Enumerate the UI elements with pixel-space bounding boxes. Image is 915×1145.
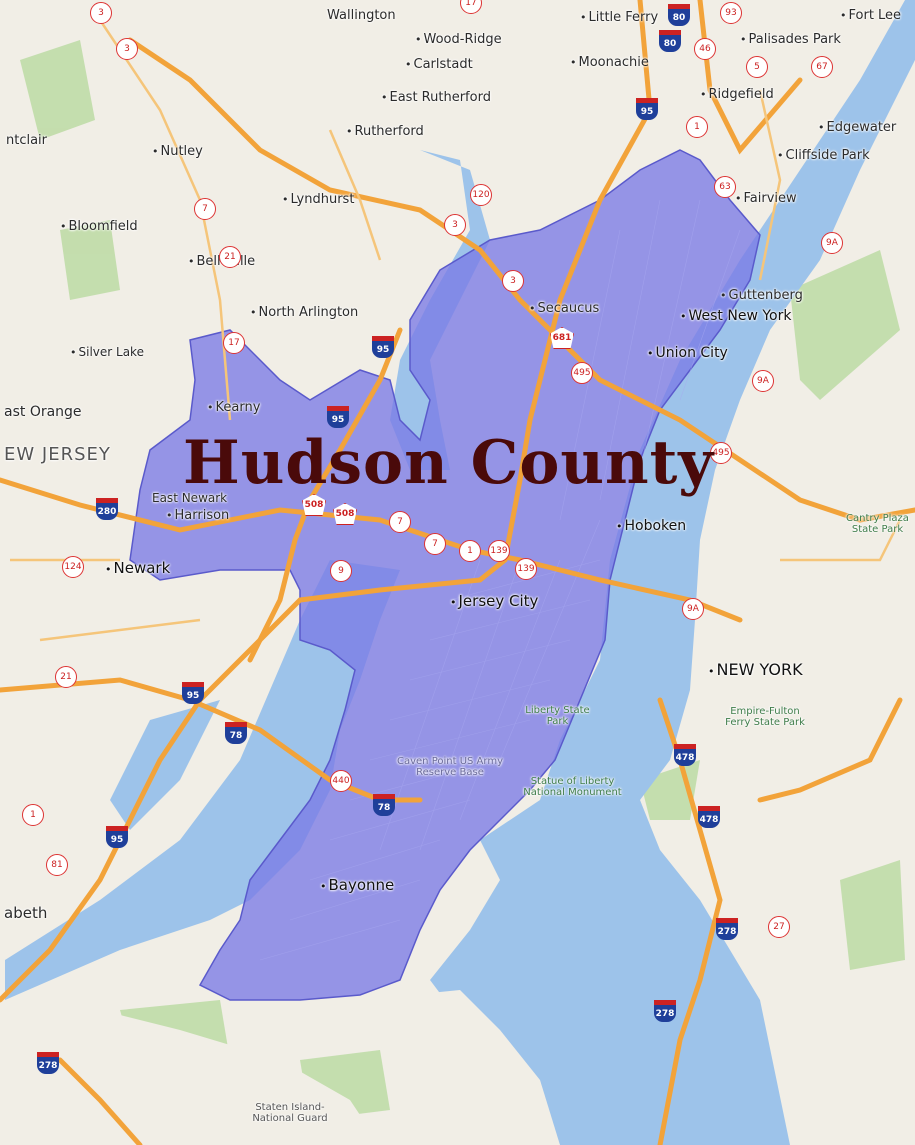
city-label: Harrison <box>166 508 230 523</box>
city-label: Jersey City <box>450 592 539 610</box>
city-label: Hoboken <box>616 518 687 534</box>
city-label: Nutley <box>152 144 203 159</box>
city-label: ast Orange <box>4 404 82 420</box>
city-label: Fort Lee <box>840 8 902 23</box>
city-label: Fairview <box>735 191 797 206</box>
city-label: ntclair <box>6 133 48 148</box>
route-shield: 9A <box>752 370 774 392</box>
route-shield: 93 <box>720 2 742 24</box>
route-shield: 7 <box>389 511 411 533</box>
route-shield: 63 <box>714 176 736 198</box>
city-label: North Arlington <box>250 305 359 320</box>
city-label: abeth <box>4 904 48 922</box>
interstate-shield: 278 <box>654 1000 676 1022</box>
city-label: Ridgefield <box>700 87 774 102</box>
route-shield: 9A <box>682 598 704 620</box>
park-label: Empire-Fulton Ferry State Park <box>725 706 805 728</box>
route-shield: 7 <box>194 198 216 220</box>
city-label: Cliffside Park <box>777 148 870 163</box>
route-shield: 1 <box>22 804 44 826</box>
route-shield: 3 <box>502 270 524 292</box>
park-label: Caven Point US Army Reserve Base <box>397 756 503 778</box>
city-label: Kearny <box>207 400 261 415</box>
route-shield: 139 <box>515 558 537 580</box>
city-label: Wallington <box>327 8 396 23</box>
interstate-shield: 95 <box>182 682 204 704</box>
interstate-shield: 80 <box>668 4 690 26</box>
interstate-shield: 278 <box>716 918 738 940</box>
city-label: Guttenberg <box>720 288 803 303</box>
city-label: Newark <box>105 559 171 577</box>
city-label: Palisades Park <box>740 32 841 47</box>
interstate-shield: 78 <box>373 794 395 816</box>
city-label: Lyndhurst <box>282 192 355 207</box>
route-shield: 21 <box>219 246 241 268</box>
city-label: Edgewater <box>818 120 897 135</box>
city-label: Little Ferry <box>580 10 659 25</box>
city-label: Union City <box>647 345 728 361</box>
route-shield: 9A <box>821 232 843 254</box>
route-shield: 3 <box>444 214 466 236</box>
route-shield: 495 <box>571 362 593 384</box>
city-label: NEW YORK <box>708 660 803 679</box>
interstate-shield: 280 <box>96 498 118 520</box>
route-shield: 5 <box>746 56 768 78</box>
city-label: Silver Lake <box>70 345 144 359</box>
city-label: East Newark <box>152 491 228 505</box>
city-label: Bayonne <box>320 876 395 894</box>
map-title: Hudson County <box>183 428 715 498</box>
park-label: Statue of Liberty National Monument <box>523 776 622 798</box>
state-label: EW JERSEY <box>4 444 111 465</box>
interstate-shield: 478 <box>698 806 720 828</box>
city-label: East Rutherford <box>381 90 491 105</box>
route-shield: 440 <box>330 770 352 792</box>
park-label: Staten Island-National Guard <box>252 1102 328 1124</box>
route-shield: 7 <box>424 533 446 555</box>
city-label: Bloomfield <box>60 219 138 234</box>
county-boundary[interactable] <box>129 149 761 1001</box>
city-label: Rutherford <box>346 124 424 139</box>
interstate-shield: 95 <box>372 336 394 358</box>
route-shield: 21 <box>55 666 77 688</box>
interstate-shield: 95 <box>636 98 658 120</box>
interstate-shield: 95 <box>327 406 349 428</box>
route-shield: 3 <box>90 2 112 24</box>
interstate-shield: 95 <box>106 826 128 848</box>
route-shield: 46 <box>694 38 716 60</box>
park-label: Liberty State Park <box>525 705 590 727</box>
interstate-shield: 278 <box>37 1052 59 1074</box>
interstate-shield: 478 <box>674 744 696 766</box>
route-shield: 1 <box>459 540 481 562</box>
water <box>5 0 915 1145</box>
city-label: West New York <box>680 308 792 324</box>
city-label: Wood-Ridge <box>415 32 502 47</box>
route-shield: 27 <box>768 916 790 938</box>
route-shield: 120 <box>470 184 492 206</box>
interstate-shield: 78 <box>225 722 247 744</box>
route-shield: 3 <box>116 38 138 60</box>
interstate-shield: 80 <box>659 30 681 52</box>
route-shield: 81 <box>46 854 68 876</box>
route-shield: 9 <box>330 560 352 582</box>
route-shield: 139 <box>488 540 510 562</box>
route-shield: 124 <box>62 556 84 578</box>
city-label: Moonachie <box>570 55 649 70</box>
route-shield: 1 <box>686 116 708 138</box>
route-shield: 17 <box>223 332 245 354</box>
route-shield: 495 <box>710 442 732 464</box>
park-label: Cantry Plaza State Park <box>846 513 909 535</box>
city-label: Carlstadt <box>405 57 473 72</box>
city-label: Secaucus <box>529 301 600 316</box>
route-shield: 67 <box>811 56 833 78</box>
